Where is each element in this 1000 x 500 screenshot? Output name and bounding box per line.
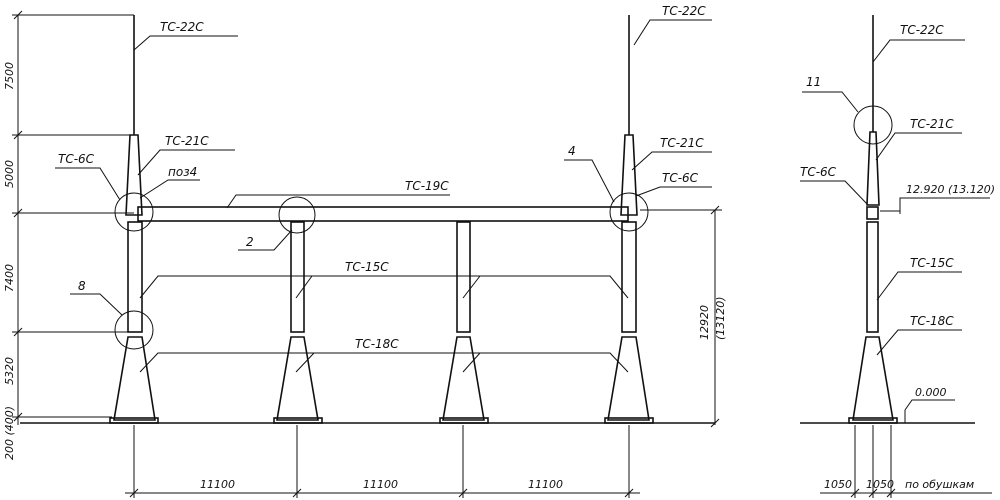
label-side-tc22c: ТС-22С — [900, 23, 944, 37]
label-side-tc21c: ТС-21С — [910, 117, 954, 131]
label-tc6c-right: ТС-6С — [662, 171, 699, 185]
dim-span-3: 11100 — [528, 478, 563, 491]
label-side-tc6c: ТС-6С — [800, 165, 837, 179]
leader-lines-front — [55, 19, 712, 373]
column-2 — [273, 221, 323, 424]
label-tc22c-right: ТС-22С — [662, 4, 706, 18]
label-callout-8: 8 — [78, 279, 86, 293]
dim-side-1050-b: 1050 — [866, 478, 894, 491]
dim-5000: 5000 — [3, 160, 16, 188]
detail-circle-pos4 — [114, 192, 154, 232]
label-side-tc18c: ТС-18С — [910, 314, 954, 328]
leader-lines-side — [800, 39, 990, 423]
tower-left — [109, 15, 159, 424]
dim-5320: 5320 — [3, 357, 16, 385]
label-pos4: поз4 — [168, 165, 197, 179]
dim-total-height-alt: (13120) — [714, 296, 727, 340]
dim-side-1050-a: 1050 — [824, 478, 852, 491]
label-tc15c: ТС-15С — [345, 260, 389, 274]
detail-circle-4 — [609, 192, 649, 232]
label-elev-zero: 0.000 — [915, 386, 947, 399]
side-dimension-chain — [820, 425, 992, 498]
label-tc22c-left: ТС-22С — [160, 20, 204, 34]
label-elev-top: 12.920 (13.120) — [906, 183, 995, 196]
dim-span-1: 11100 — [200, 478, 235, 491]
total-height-dimension — [640, 205, 722, 428]
left-dimension-chain — [12, 10, 134, 425]
label-tc18c: ТС-18С — [355, 337, 399, 351]
column-3 — [439, 221, 489, 424]
detail-circle-11 — [853, 105, 893, 145]
label-callout-2: 2 — [246, 235, 254, 249]
label-tc6c-left: ТС-6С — [58, 152, 95, 166]
tower-right — [604, 15, 654, 424]
label-by-rods: по обушкам — [905, 478, 974, 491]
dim-200: 200 (400) — [3, 406, 16, 460]
span-dimension-chain — [125, 425, 640, 498]
label-tc21c-right: ТС-21С — [660, 136, 704, 150]
side-view-tower — [848, 15, 898, 424]
label-callout-11: 11 — [806, 75, 821, 89]
label-callout-4: 4 — [568, 144, 576, 158]
dim-total-height: 12920 — [698, 305, 711, 340]
detail-circle-8 — [114, 310, 154, 350]
detail-circle-2 — [278, 196, 316, 234]
dim-span-2: 11100 — [363, 478, 398, 491]
label-tc21c-left: ТС-21С — [165, 134, 209, 148]
label-tc19c: ТС-19С — [405, 179, 449, 193]
label-side-tc15c: ТС-15С — [910, 256, 954, 270]
dim-7500: 7500 — [3, 62, 16, 90]
dim-7400: 7400 — [3, 264, 16, 292]
truss-tc-19c — [137, 206, 629, 222]
